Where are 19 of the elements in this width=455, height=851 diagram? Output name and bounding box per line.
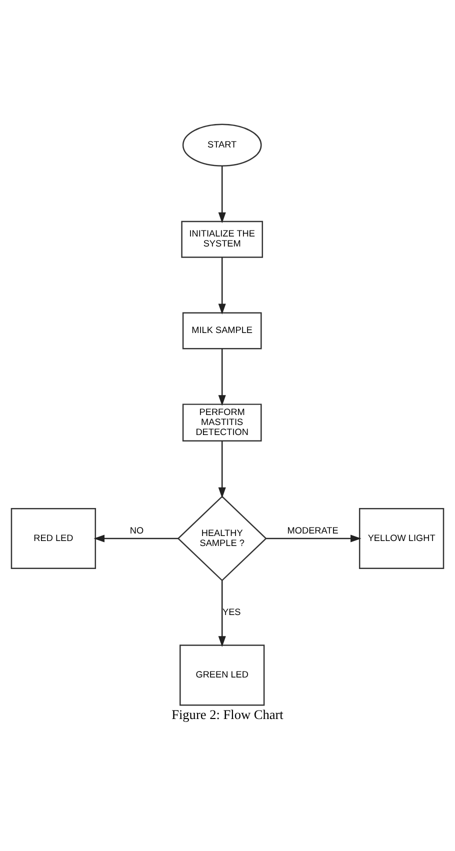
node-box: INITIALIZE THE SYSTEM [181, 220, 264, 258]
node-box: PERFORM MASTITIS DETECTION [182, 404, 262, 442]
node-box: YELLOW LIGHT [358, 508, 444, 570]
arrow [94, 534, 178, 542]
node-ellipse: START [182, 124, 262, 166]
arrow [218, 166, 226, 224]
arrow [218, 441, 226, 498]
edge-label: YES [222, 607, 241, 618]
arrow [266, 534, 362, 542]
arrow [218, 257, 226, 314]
node-box: RED LED [10, 508, 96, 570]
caption: Figure 2: Flow Chart [172, 707, 284, 722]
node-box: MILK SAMPLE [182, 312, 262, 350]
edge-label: NO [130, 525, 144, 536]
arrow [218, 580, 226, 647]
arrow [218, 348, 226, 406]
edge-label: MODERATE [287, 525, 338, 536]
node-box: GREEN LED [180, 644, 265, 706]
node-diamond: HEALTHY SAMPLE ? [177, 496, 267, 582]
